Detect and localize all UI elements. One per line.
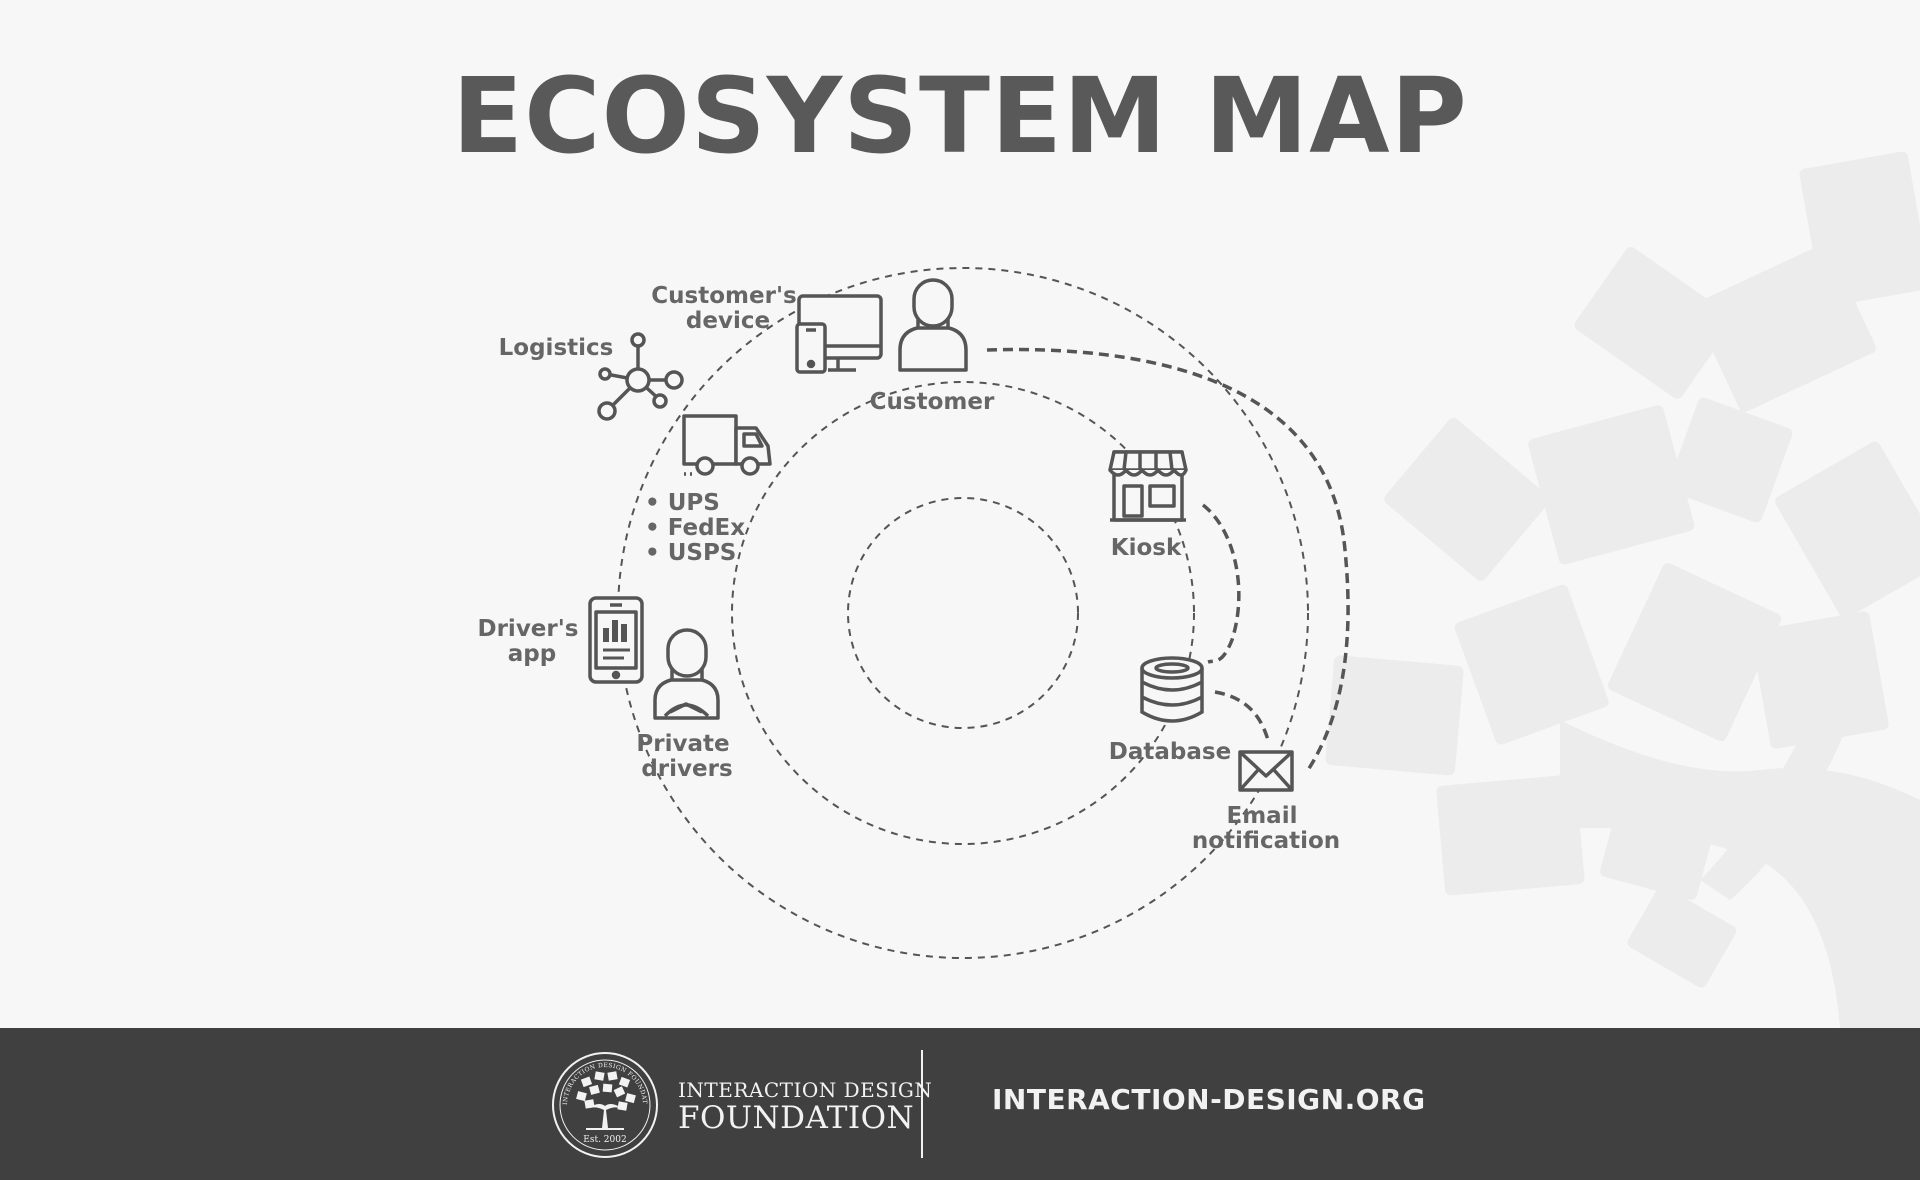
private-drivers-label: Private drivers [636, 731, 737, 782]
middle-orbit [731, 381, 1195, 845]
foundation-logo[interactable]: INTERACTION DESIGN FOUNDATION Est. 2002 [550, 1050, 660, 1160]
kiosk-label: Kiosk [1111, 535, 1182, 561]
database-label: Database [1109, 739, 1231, 765]
customers-device-label: Customer's device [651, 283, 804, 334]
page-title: ECOSYSTEM MAP [452, 55, 1468, 177]
phone-app-icon [588, 596, 644, 684]
driver-person-icon [653, 628, 720, 720]
wordmark-line2: FOUNDATION [678, 1100, 915, 1136]
foundation-wordmark[interactable]: INTERACTION DESIGN FOUNDATION [678, 1080, 932, 1134]
connectors [986, 347, 1350, 771]
inner-orbit [847, 497, 1079, 729]
database-icon [1140, 656, 1204, 723]
drivers-app-label: Driver's app [478, 616, 587, 667]
footer [0, 1028, 1920, 1180]
logistics-label: Logistics [499, 335, 614, 361]
tree-icon [576, 1071, 636, 1130]
ecosystem-diagram: Customer's device Customer Logistics [478, 151, 1920, 1028]
footer-divider [921, 1050, 923, 1158]
customer-email-connector [986, 347, 1350, 771]
seal-est-text: Est. 2002 [583, 1135, 626, 1145]
tree-watermark [1325, 151, 1920, 1028]
customer-label: Customer [870, 389, 995, 415]
carriers-list: • UPS • FedEx • USPS [645, 490, 753, 566]
kiosk-database-connector [1201, 503, 1241, 664]
site-link[interactable]: INTERACTION-DESIGN.ORG [992, 1083, 1426, 1116]
database-email-connector [1214, 690, 1270, 741]
monitor-phone-icon [795, 294, 883, 374]
store-icon [1108, 450, 1188, 522]
network-icon [597, 332, 684, 421]
email-notification-label: Email notification [1192, 803, 1340, 854]
wordmark-line1: INTERACTION DESIGN [678, 1078, 933, 1102]
customer-person-icon [898, 278, 968, 372]
envelope-icon [1238, 750, 1294, 792]
truck-icon [682, 414, 772, 476]
